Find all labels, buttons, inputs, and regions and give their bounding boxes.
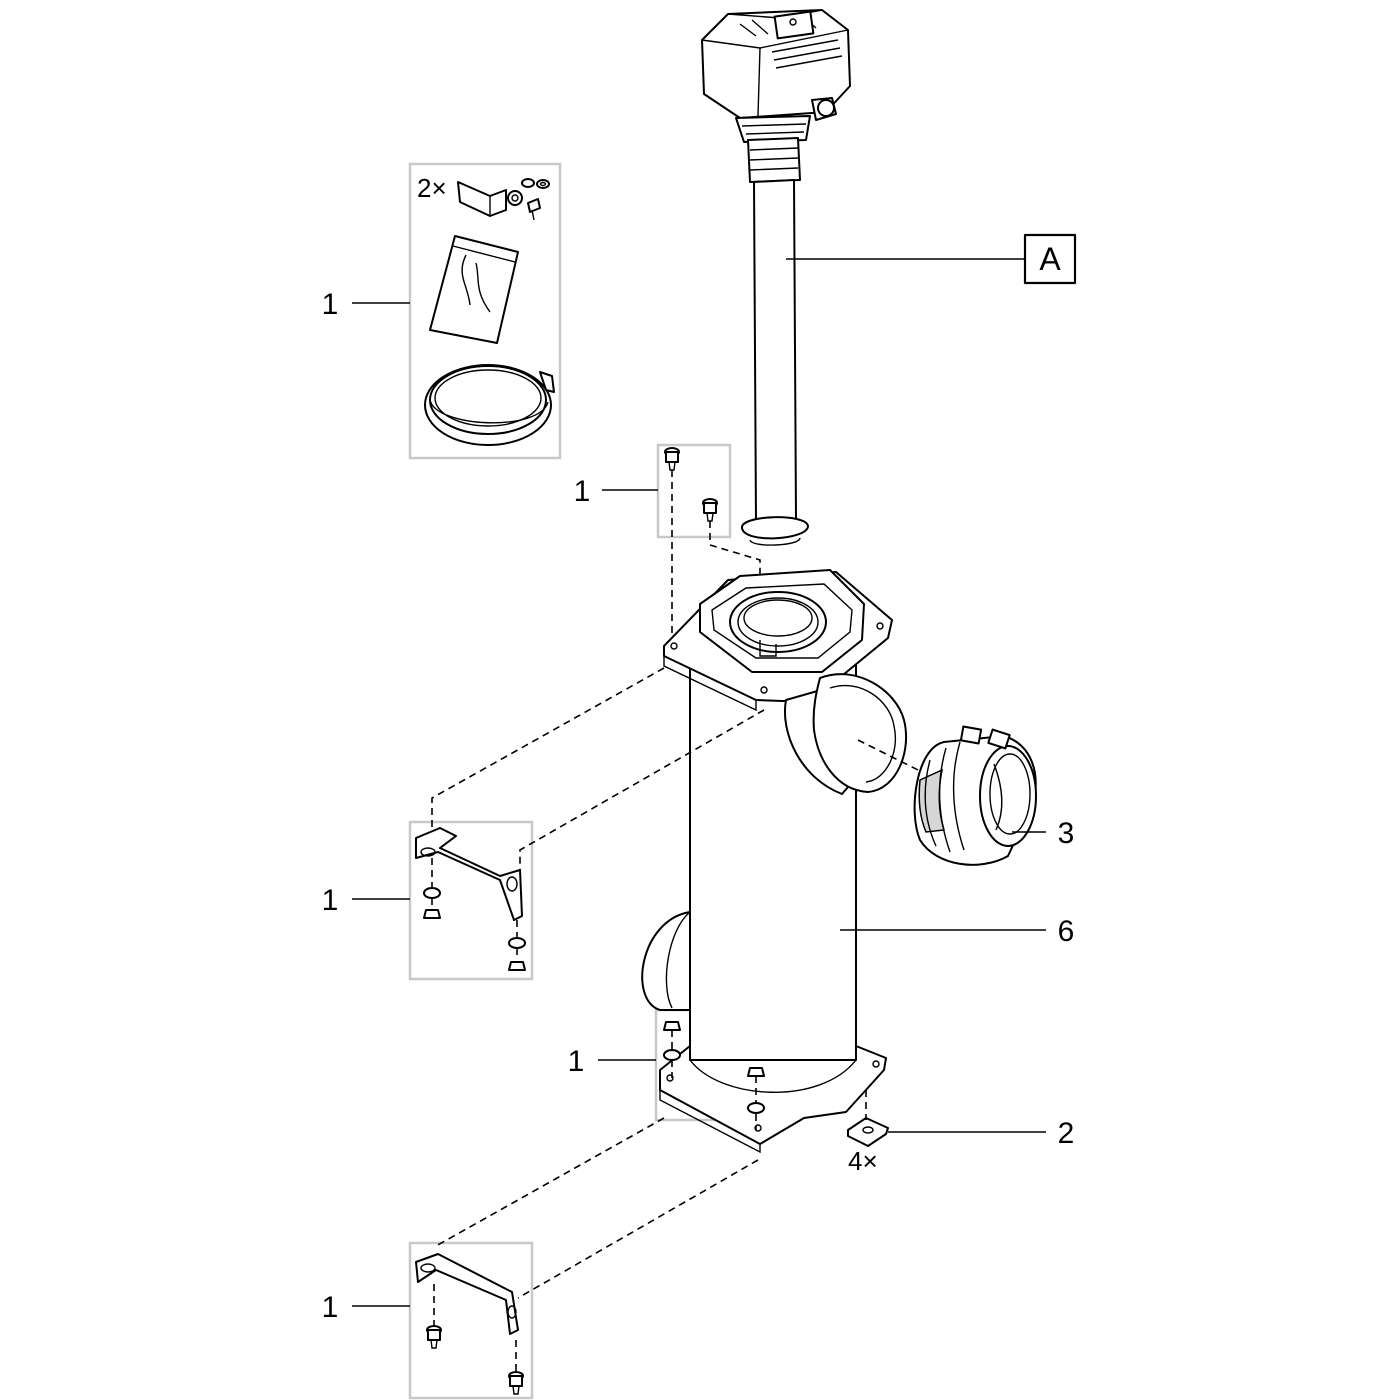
foot-plate-icon <box>847 1117 889 1147</box>
uv-unit-head <box>701 9 851 143</box>
reference-box-a <box>1023 233 1077 285</box>
callout-kit: 1 <box>322 288 339 321</box>
callout-clamp: 3 <box>1058 817 1075 850</box>
top-screw-2-icon <box>702 498 718 522</box>
filter-housing-body <box>641 569 908 1154</box>
guide-mid-bracket-2 <box>519 709 765 870</box>
callout-bottom-bracket: 1 <box>322 1291 339 1324</box>
reference-box-letter: A <box>1039 241 1061 277</box>
callout-top-screws: 1 <box>574 475 591 508</box>
callout-bottom-screws: 1 <box>568 1045 585 1078</box>
mid-bracket-icon <box>415 827 523 921</box>
bottom-bracket-icon <box>415 1253 519 1335</box>
callout-body: 6 <box>1058 915 1075 948</box>
multiplier-foot: 4× <box>848 1146 878 1176</box>
top-screws-group-box <box>656 443 732 539</box>
kit-bracket-icon <box>457 181 523 217</box>
guide-bottom-bracket-2 <box>517 1159 759 1299</box>
washer-icon <box>521 178 550 189</box>
bottom-bracket-screws-icon <box>426 1325 524 1395</box>
guide-bottom-bracket-3 <box>433 1284 517 1372</box>
guide-mid-bracket-1 <box>431 667 665 828</box>
grease-sachet-icon <box>429 235 519 344</box>
pipe-clamp-sleeve <box>913 725 1037 866</box>
screw-icon <box>527 198 541 221</box>
multiplier-kit-bracket: 2× <box>417 173 447 203</box>
callout-foot: 2 <box>1058 1117 1075 1150</box>
callout-mid-bracket: 1 <box>322 884 339 917</box>
kit-group-box <box>408 162 562 460</box>
bottom-screws-icon <box>663 1021 765 1114</box>
mid-bracket-group-box <box>408 820 534 981</box>
hose-clamp-icon <box>424 364 555 446</box>
guide-bottom-bracket-1 <box>435 1117 665 1247</box>
bottom-bracket-group-box <box>408 1241 534 1400</box>
guide-top-screw-2 <box>709 521 761 690</box>
top-screw-1-icon <box>664 447 680 471</box>
uv-tube <box>741 137 809 546</box>
